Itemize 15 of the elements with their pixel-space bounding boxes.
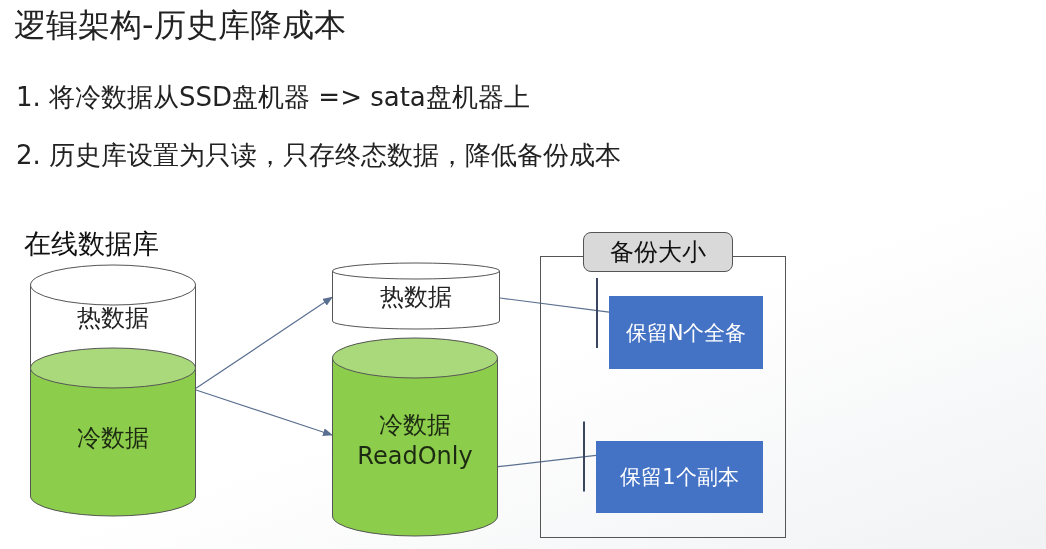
retention-box: 保留1个副本 <box>596 441 763 513</box>
arrow <box>195 296 333 389</box>
connector-line <box>499 277 610 350</box>
cylinder-label: 热数据 <box>379 283 453 312</box>
cylinder-label: 热数据 <box>76 304 150 333</box>
bullet-text: 2. 历史库设置为只读，只存终态数据，降低备份成本 <box>16 139 622 172</box>
arrow <box>195 389 333 436</box>
slide-title: 逻辑架构-历史库降成本 <box>14 5 346 46</box>
cylinder-label: 冷数据 ReadOnly <box>356 410 474 473</box>
panel-tab: 备份大小 <box>583 232 733 272</box>
connector-line <box>497 420 597 493</box>
retention-box: 保留N个全备 <box>609 296 763 369</box>
cylinder-label: 冷数据 <box>76 424 150 453</box>
bullet-text: 1. 将冷数据从SSD盘机器 => sata盘机器上 <box>16 81 530 114</box>
cylinder-heading: 在线数据库 <box>24 228 160 261</box>
